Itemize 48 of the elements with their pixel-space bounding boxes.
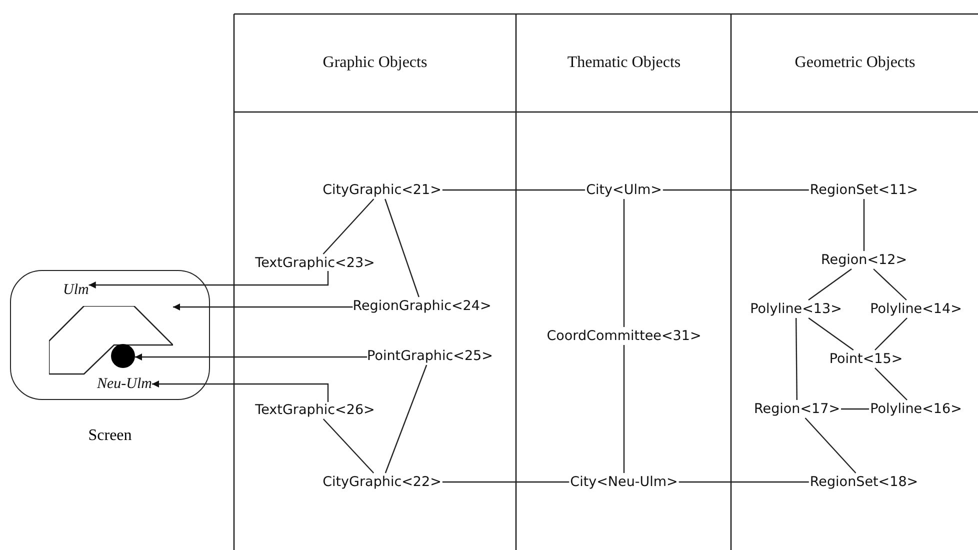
object-label: Point<15> bbox=[829, 351, 903, 367]
object-label: City<Ulm> bbox=[586, 182, 662, 198]
connector-line bbox=[808, 268, 852, 300]
connector-line bbox=[796, 318, 798, 400]
arrow bbox=[135, 354, 368, 360]
column-header: Graphic Objects bbox=[322, 54, 428, 72]
object-label: Polyline<13> bbox=[750, 301, 842, 317]
screen-caption: Screen bbox=[88, 427, 132, 445]
connector-line bbox=[874, 318, 908, 350]
column-header: Geometric Objects bbox=[794, 54, 916, 72]
object-label: TextGraphic<23> bbox=[255, 255, 375, 271]
connector-line bbox=[804, 418, 856, 474]
connector-line bbox=[623, 345, 625, 473]
object-label: Polyline<16> bbox=[870, 401, 962, 417]
connector-line bbox=[841, 408, 870, 410]
arrow bbox=[88, 271, 329, 288]
point-dot bbox=[111, 344, 135, 368]
object-label: CityGraphic<22> bbox=[322, 474, 442, 490]
connector-line bbox=[873, 268, 907, 300]
connector-line bbox=[874, 368, 908, 400]
object-label: TextGraphic<26> bbox=[255, 402, 375, 418]
object-label: RegionSet<18> bbox=[810, 474, 918, 490]
arrow bbox=[173, 304, 353, 310]
map-label: Neu-Ulm bbox=[97, 376, 152, 393]
connector-line bbox=[442, 189, 586, 191]
connector-line bbox=[678, 481, 809, 483]
map-label: Ulm bbox=[63, 282, 89, 299]
object-label: Region<17> bbox=[754, 401, 840, 417]
object-label: PointGraphic<25> bbox=[367, 348, 493, 364]
column-header: Thematic Objects bbox=[567, 54, 681, 72]
connector-line bbox=[322, 418, 374, 474]
arrow bbox=[152, 380, 329, 402]
connector-line bbox=[863, 199, 865, 251]
connector-line bbox=[662, 189, 809, 191]
connector-line bbox=[384, 198, 420, 298]
connector-line bbox=[808, 318, 854, 350]
connector-line bbox=[384, 364, 428, 474]
connector-line bbox=[623, 199, 625, 327]
object-label: RegionGraphic<24> bbox=[352, 298, 492, 314]
object-label: CityGraphic<21> bbox=[322, 182, 442, 198]
object-label: Region<12> bbox=[820, 252, 908, 268]
object-label: Polyline<14> bbox=[870, 301, 962, 317]
object-label: RegionSet<11> bbox=[810, 182, 918, 198]
connector-line bbox=[442, 481, 570, 483]
region-polygon bbox=[49, 306, 173, 376]
object-label: CoordCommittee<31> bbox=[546, 328, 702, 344]
connector-line bbox=[322, 198, 374, 254]
object-label: City<Neu-Ulm> bbox=[570, 474, 678, 490]
